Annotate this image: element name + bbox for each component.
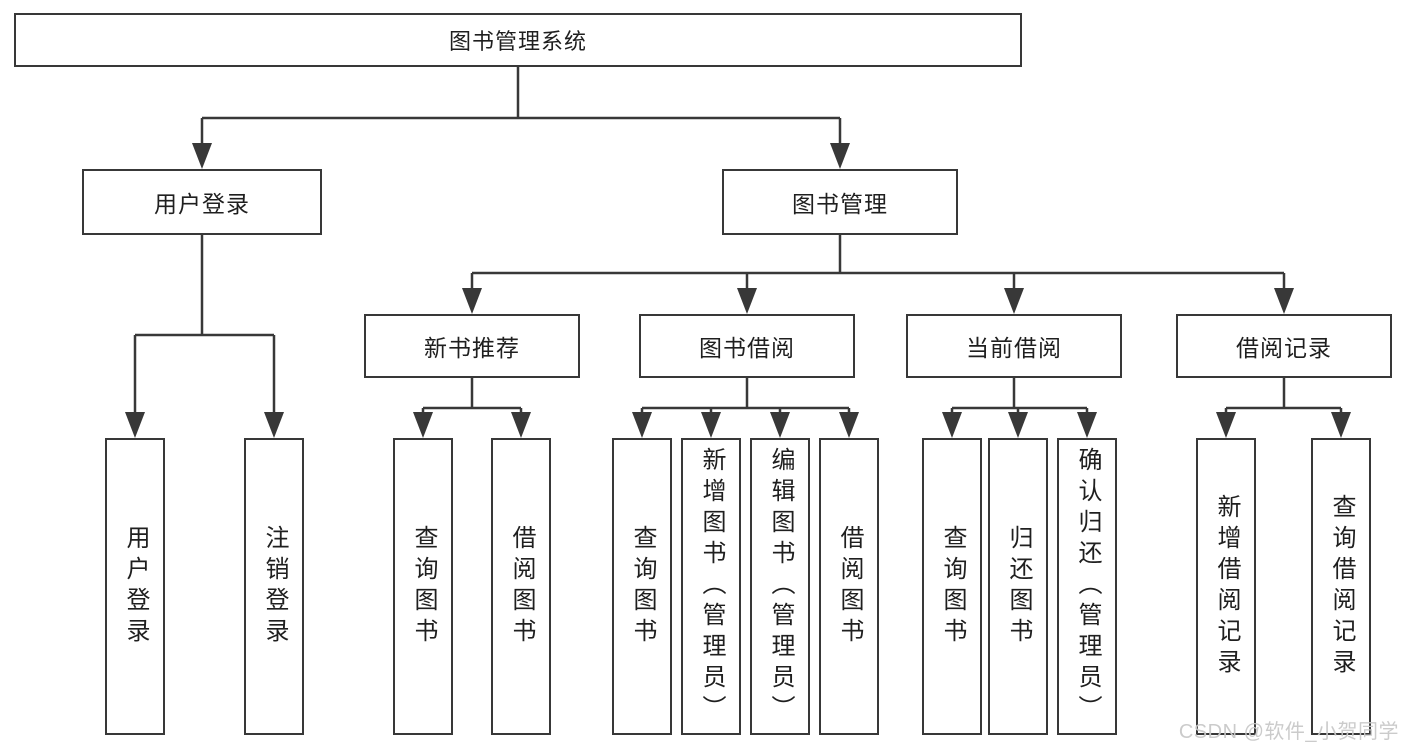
arrowhead <box>632 412 652 438</box>
node-new-book-recommendation-label: 新书推荐 <box>424 335 520 361</box>
arrowhead <box>737 288 757 314</box>
arrowhead <box>511 412 531 438</box>
node-root-label: 图书管理系统 <box>448 29 587 54</box>
node-user-login: 用户登录 <box>82 169 322 235</box>
node-leaf-query-books-recommend-label: 查询图书 <box>410 524 437 649</box>
arrowhead <box>1274 288 1294 314</box>
arrowhead <box>192 143 212 169</box>
arrowhead <box>1004 288 1024 314</box>
arrowhead <box>770 412 790 438</box>
arrowhead <box>839 412 859 438</box>
node-leaf-edit-books-admin-label: 编辑图书（管理员） <box>767 447 794 726</box>
arrowhead <box>942 412 962 438</box>
node-leaf-confirm-return-admin: 确认归还（管理员） <box>1057 438 1117 735</box>
csdn-watermark: CSDN @软件_小贺同学 <box>1178 721 1399 743</box>
arrowhead <box>830 143 850 169</box>
node-leaf-borrow-books: 借阅图书 <box>819 438 879 735</box>
node-current-borrowing: 当前借阅 <box>906 314 1122 378</box>
arrowhead <box>462 288 482 314</box>
connector-root-split <box>192 67 850 169</box>
arrowhead <box>413 412 433 438</box>
connector-current-borrowing-split <box>942 378 1097 438</box>
node-leaf-borrow-books-recommend: 借阅图书 <box>491 438 551 735</box>
node-leaf-query-books-borrow-label: 查询图书 <box>629 524 656 649</box>
node-leaf-query-books-borrow: 查询图书 <box>612 438 672 735</box>
node-leaf-borrow-books-recommend-label: 借阅图书 <box>508 524 535 649</box>
node-leaf-query-borrow-record-label: 查询借阅记录 <box>1328 493 1355 680</box>
node-current-borrowing-label: 当前借阅 <box>966 335 1062 361</box>
node-leaf-logout: 注销登录 <box>244 438 304 735</box>
arrowhead <box>1331 412 1351 438</box>
node-leaf-query-books-current: 查询图书 <box>922 438 982 735</box>
node-leaf-add-borrow-record-label: 新增借阅记录 <box>1213 493 1240 680</box>
node-borrowing-records-label: 借阅记录 <box>1236 335 1332 361</box>
node-book-borrowing-label: 图书借阅 <box>699 335 795 361</box>
node-leaf-return-books: 归还图书 <box>988 438 1048 735</box>
connector-borrowing-records-split <box>1216 378 1351 438</box>
arrowhead <box>1077 412 1097 438</box>
node-user-login-label: 用户登录 <box>154 191 250 217</box>
arrowhead <box>1008 412 1028 438</box>
node-leaf-user-login: 用户登录 <box>105 438 165 735</box>
node-leaf-query-books-current-label: 查询图书 <box>939 524 966 649</box>
connector-user-login-split <box>125 235 284 438</box>
node-new-book-recommendation: 新书推荐 <box>364 314 580 378</box>
node-root: 图书管理系统 <box>14 13 1022 67</box>
connector-new-book-recommendation-split <box>413 378 531 438</box>
node-leaf-query-books-recommend: 查询图书 <box>393 438 453 735</box>
arrowhead <box>264 412 284 438</box>
node-leaf-add-books-admin: 新增图书（管理员） <box>681 438 741 735</box>
node-leaf-return-books-label: 归还图书 <box>1005 524 1032 649</box>
arrowhead <box>701 412 721 438</box>
arrowhead <box>1216 412 1236 438</box>
connector-book-borrowing-split <box>632 378 859 438</box>
node-leaf-logout-label: 注销登录 <box>261 524 288 649</box>
node-book-management: 图书管理 <box>722 169 958 235</box>
node-leaf-user-login-label: 用户登录 <box>122 524 149 649</box>
node-leaf-add-borrow-record: 新增借阅记录 <box>1196 438 1256 735</box>
node-leaf-add-books-admin-label: 新增图书（管理员） <box>698 447 725 726</box>
node-leaf-edit-books-admin: 编辑图书（管理员） <box>750 438 810 735</box>
node-leaf-confirm-return-admin-label: 确认归还（管理员） <box>1074 447 1101 726</box>
arrowhead <box>125 412 145 438</box>
node-leaf-borrow-books-label: 借阅图书 <box>836 524 863 649</box>
node-book-management-label: 图书管理 <box>792 191 888 217</box>
node-leaf-query-borrow-record: 查询借阅记录 <box>1311 438 1371 735</box>
node-book-borrowing: 图书借阅 <box>639 314 855 378</box>
node-borrowing-records: 借阅记录 <box>1176 314 1392 378</box>
connector-book-management-split <box>462 235 1294 314</box>
